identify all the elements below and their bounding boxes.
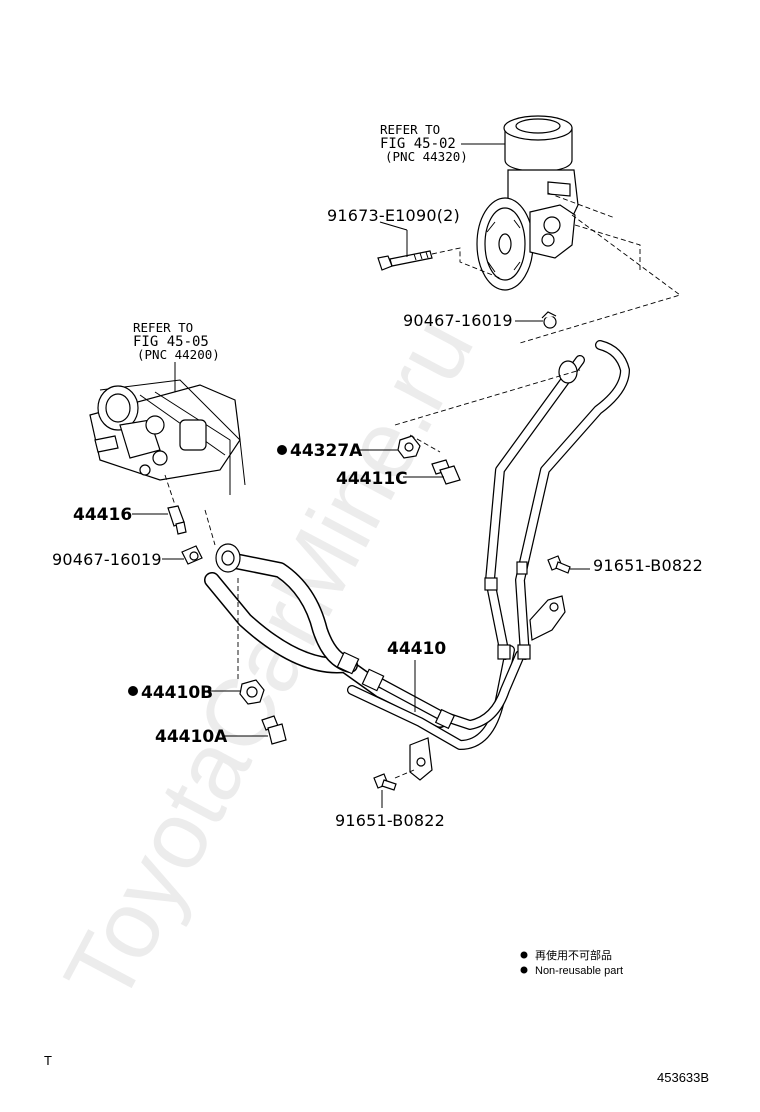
- union-44416[interactable]: [132, 474, 216, 546]
- non-reusable-dot-44327a: [277, 445, 287, 455]
- bolt-91673[interactable]: [377, 230, 501, 279]
- label-44416: 44416: [73, 505, 132, 525]
- figure-code: 453633B: [657, 1070, 709, 1085]
- clamp-90467-left[interactable]: [162, 545, 203, 565]
- hose-tube-assembly-44410[interactable]: [204, 340, 630, 781]
- svg-text:(PNC 44200): (PNC 44200): [137, 347, 220, 362]
- legend-en: Non-reusable part: [535, 965, 623, 977]
- label-90467-top: 90467-16019: [403, 311, 513, 330]
- label-44327a: 44327A: [290, 441, 363, 461]
- gasket-44327a[interactable]: [358, 435, 421, 459]
- svg-text:REFER TO: REFER TO: [380, 122, 440, 137]
- svg-text:FIG 45-02: FIG 45-02: [380, 136, 456, 152]
- label-44410b: 44410B: [141, 683, 213, 703]
- label-91651-bottom: 91651-B0822: [335, 811, 445, 830]
- power-steering-pump[interactable]: [476, 115, 579, 291]
- label-91651-right: 91651-B0822: [593, 556, 703, 575]
- label-44411c: 44411C: [336, 469, 408, 489]
- legend: 再使用不可部品 Non-reusable part: [520, 948, 623, 977]
- label-90467-left: 90467-16019: [52, 550, 162, 569]
- union-bolt-44410a[interactable]: [224, 715, 287, 745]
- clamp-90467-top[interactable]: [515, 311, 557, 329]
- label-44410: 44410: [387, 639, 446, 659]
- gasket-44410b[interactable]: [208, 679, 265, 705]
- footer-left-mark: T: [44, 1053, 52, 1068]
- svg-text:(PNC 44320): (PNC 44320): [385, 149, 468, 164]
- label-91673: 91673-E1090(2): [327, 206, 460, 225]
- bolt-91651-bottom[interactable]: [373, 773, 397, 808]
- non-reusable-dot-44410b: [128, 686, 138, 696]
- pump-reference: REFER TO FIG 45-02 (PNC 44320): [380, 122, 505, 164]
- bolt-91651-right[interactable]: [547, 555, 590, 574]
- svg-text:REFER TO: REFER TO: [133, 320, 193, 335]
- union-bolt-44411c[interactable]: [403, 459, 461, 485]
- label-44410a: 44410A: [155, 727, 228, 747]
- gear-reference: REFER TO FIG 45-05 (PNC 44200): [133, 320, 220, 392]
- legend-jp: 再使用不可部品: [535, 948, 612, 962]
- steering-gear[interactable]: [89, 379, 246, 495]
- svg-text:FIG 45-05: FIG 45-05: [133, 334, 209, 350]
